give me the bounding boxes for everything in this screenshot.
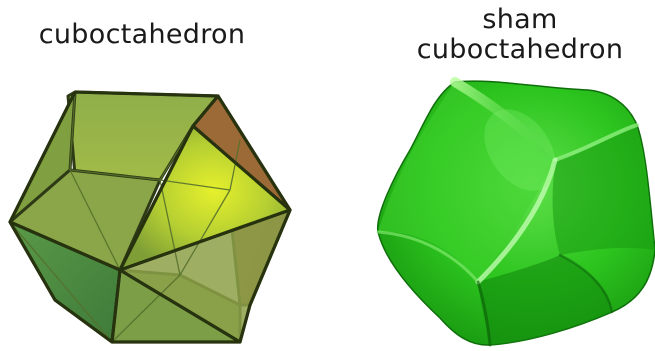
cuboctahedron-icon	[8, 90, 292, 344]
right-shape-label: sham cuboctahedron	[395, 5, 645, 65]
sham-left-facet	[378, 82, 555, 282]
sham-bottom-facet	[478, 255, 612, 345]
left-shape-label: cuboctahedron	[38, 19, 246, 50]
right-label-line2: cuboctahedron	[416, 34, 624, 65]
sham-right-facet	[552, 125, 655, 255]
right-label-line1: sham	[482, 4, 558, 35]
sham-cuboctahedron-icon	[376, 77, 655, 347]
